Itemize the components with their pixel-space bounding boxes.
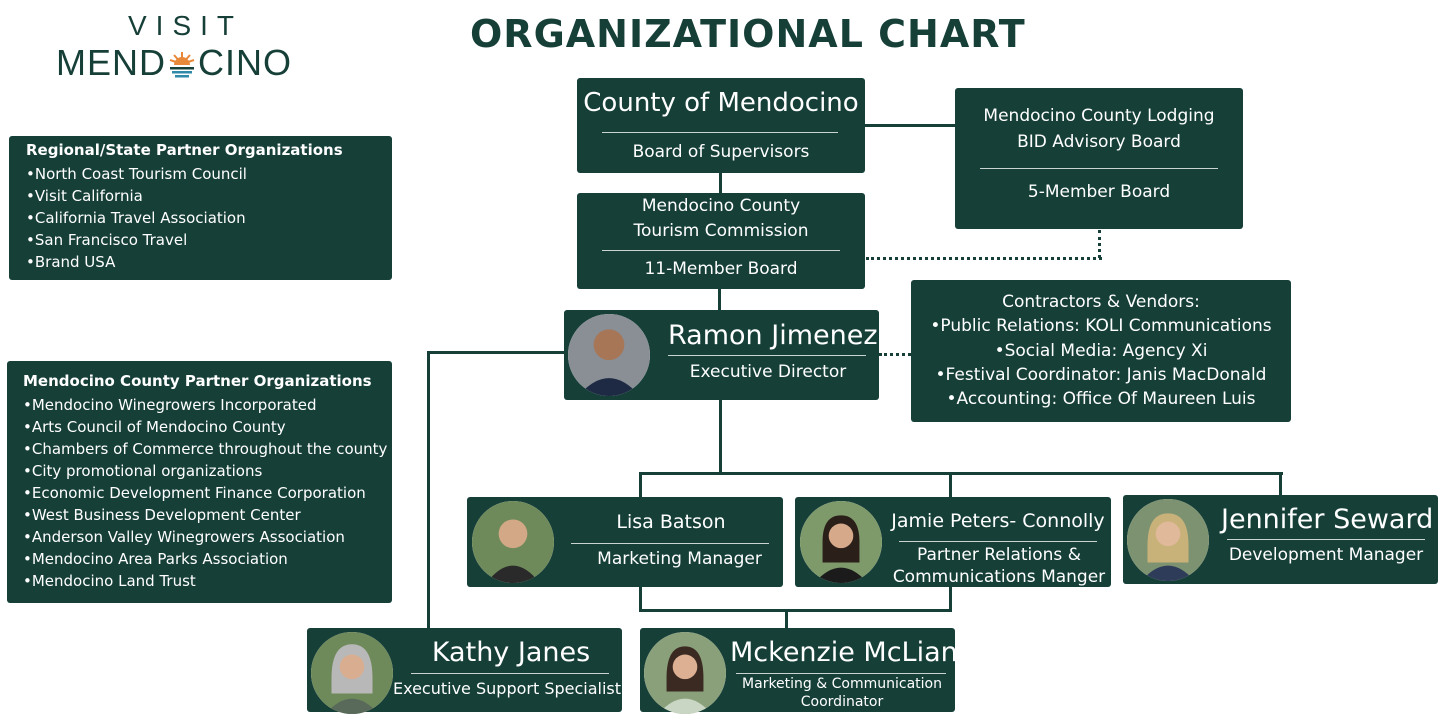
person-role: Executive Director <box>689 362 847 382</box>
list-item: Visit California <box>26 185 392 207</box>
contractors-item: •Public Relations: KOLI Communications <box>930 316 1272 336</box>
county-sub: Board of Supervisors <box>632 142 810 162</box>
connector-lisa-down <box>639 585 642 611</box>
avatar <box>568 314 650 396</box>
contractors-item: •Festival Coordinator: Janis MacDonald <box>935 365 1267 385</box>
person-role-line2: Communications Manger <box>892 567 1106 587</box>
avatar <box>311 632 393 714</box>
contractors-title: Contractors & Vendors: <box>1002 292 1200 312</box>
sun-icon <box>167 47 197 78</box>
list-item: West Business Development Center <box>23 504 392 526</box>
lodging-box: Mendocino County Lodging BID Advisory Bo… <box>955 88 1243 229</box>
county-partners-list: Mendocino Winegrowers Incorporated Arts … <box>23 394 392 592</box>
person-card-jennifer: Jennifer Seward Development Manager <box>1123 495 1438 584</box>
list-item: Economic Development Finance Corporation <box>23 482 392 504</box>
connector-left-down <box>427 351 430 629</box>
connector-commission-lodging-dotted <box>866 257 1102 260</box>
list-item: Arts Council of Mendocino County <box>23 416 392 438</box>
person-role-line1: Marketing & Communication <box>742 676 942 692</box>
contractors-item: •Social Media: Agency Xi <box>994 341 1208 361</box>
connector-bar-jennifer <box>1279 472 1282 495</box>
list-item: California Travel Association <box>26 207 392 229</box>
person-name: Jennifer Seward <box>1221 504 1434 535</box>
lodging-line1: Mendocino County Lodging <box>983 106 1215 126</box>
connector-commission-director <box>718 289 721 311</box>
connector-county-lodging <box>864 124 956 127</box>
contractors-box: Contractors & Vendors: •Public Relations… <box>911 280 1291 422</box>
divider <box>1227 539 1425 540</box>
connector-director-down <box>719 399 722 474</box>
divider <box>571 543 769 544</box>
person-name: Kathy Janes <box>431 637 591 668</box>
connector-director-contractors-dotted <box>879 353 911 356</box>
divider <box>736 673 946 674</box>
list-item: Mendocino Area Parks Association <box>23 548 392 570</box>
page-title: ORGANIZATIONAL CHART <box>470 12 1026 56</box>
connector-bar-lisa <box>639 472 642 498</box>
person-role-line1: Partner Relations & <box>917 545 1081 565</box>
list-item: Mendocino Winegrowers Incorporated <box>23 394 392 416</box>
logo-word-left: MEND <box>56 42 166 83</box>
county-name: County of Mendocino <box>583 88 859 118</box>
person-role: Development Manager <box>1228 545 1424 565</box>
person-name: Mckenzie McLian <box>730 637 958 668</box>
person-card-jamie: Jamie Peters- Connolly Partner Relations… <box>795 497 1111 587</box>
divider <box>411 673 609 674</box>
connector-bar-jamie <box>949 472 952 498</box>
lodging-sub: 5-Member Board <box>1027 182 1171 202</box>
person-name: Lisa Batson <box>616 511 726 533</box>
list-item: City promotional organizations <box>23 460 392 482</box>
logo-visit-text: VISIT <box>128 10 244 41</box>
avatar <box>1127 499 1209 581</box>
person-role: Marketing Manager <box>597 549 762 569</box>
divider <box>668 355 866 356</box>
connector-county-commission <box>719 172 722 194</box>
regional-partners-box: Regional/State Partner Organizations Nor… <box>9 136 392 280</box>
commission-line1: Mendocino County <box>641 196 801 216</box>
list-item: Mendocino Land Trust <box>23 570 392 592</box>
regional-partners-list: North Coast Tourism Council Visit Califo… <box>26 163 392 273</box>
connector-jamie-down <box>949 585 952 611</box>
divider <box>899 541 1097 542</box>
logo-word-right: CINO <box>198 42 292 83</box>
connector-lodging-dotted-vertical <box>1098 230 1101 258</box>
commission-line2: Tourism Commission <box>633 221 809 241</box>
person-role-line2: Coordinator <box>800 694 884 710</box>
person-card-lisa: Lisa Batson Marketing Manager <box>467 497 783 587</box>
person-role: Executive Support Specialist <box>393 679 622 698</box>
commission-box: Mendocino County Tourism Commission 11-M… <box>577 193 865 289</box>
list-item: North Coast Tourism Council <box>26 163 392 185</box>
person-card-ramon: Ramon Jimenez Executive Director <box>564 310 879 400</box>
avatar <box>644 632 726 714</box>
connector-director-left <box>427 351 564 354</box>
connector-lower-bar <box>639 609 952 612</box>
list-item: Chambers of Commerce throughout the coun… <box>23 438 392 460</box>
logo-wordmark: MEND CINO <box>56 42 292 84</box>
list-item: Anderson Valley Winegrowers Association <box>23 526 392 548</box>
county-box: County of Mendocino Board of Supervisors <box>577 78 865 173</box>
divider <box>980 168 1218 169</box>
person-card-mckenzie: Mckenzie McLian Marketing & Communicatio… <box>640 628 958 714</box>
county-partners-title: Mendocino County Partner Organizations <box>23 372 372 390</box>
person-name: Ramon Jimenez <box>668 320 878 351</box>
lodging-line2: BID Advisory Board <box>1017 132 1181 152</box>
connector-managers-bar <box>639 472 1283 475</box>
contractors-item: •Accounting: Office Of Maureen Luis <box>946 389 1256 409</box>
regional-partners-title: Regional/State Partner Organizations <box>26 141 343 159</box>
list-item: Brand USA <box>26 251 392 273</box>
county-partners-box: Mendocino County Partner Organizations M… <box>7 361 392 603</box>
person-name: Jamie Peters- Connolly <box>891 510 1105 532</box>
avatar <box>800 501 882 583</box>
person-card-kathy: Kathy Janes Executive Support Specialist <box>307 628 622 714</box>
divider <box>602 250 840 251</box>
avatar <box>472 501 554 583</box>
commission-sub: 11-Member Board <box>644 259 798 279</box>
connector-lower-mckenzie <box>785 609 788 629</box>
divider <box>602 132 838 133</box>
list-item: San Francisco Travel <box>26 229 392 251</box>
